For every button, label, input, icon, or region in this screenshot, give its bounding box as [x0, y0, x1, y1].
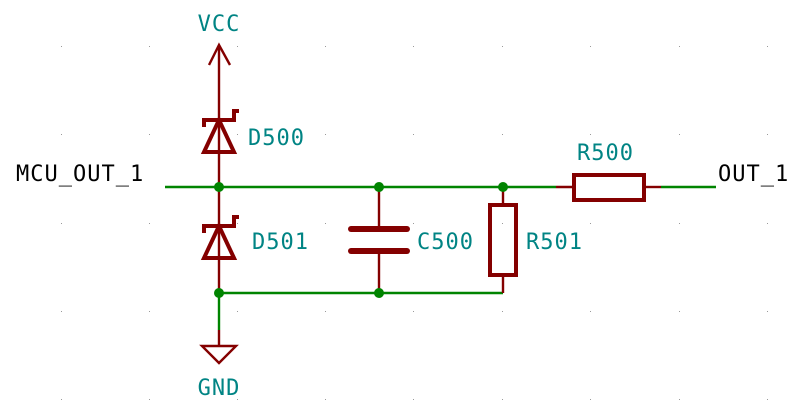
grid-dot [325, 46, 326, 47]
grid-dot [61, 223, 62, 224]
capacitor-c500[interactable]: C500 [348, 187, 474, 293]
grid-dot [679, 46, 680, 47]
c500-ref: C500 [417, 230, 474, 255]
r500-ref: R500 [577, 141, 634, 166]
grid-dots [61, 46, 768, 400]
d501-ref: D501 [252, 230, 309, 255]
grid-dot [767, 46, 768, 47]
grid-dot [502, 311, 503, 312]
grid-dot [767, 311, 768, 312]
vcc-arrow-icon [207, 42, 232, 66]
junctions [214, 182, 508, 298]
grid-dot [679, 223, 680, 224]
net-label-output[interactable]: OUT_1 [718, 162, 789, 187]
grid-dot [502, 46, 503, 47]
grid-dot [149, 134, 150, 135]
diode-triangle-icon [200, 115, 238, 154]
grid-dot [237, 399, 238, 400]
grid-dot [61, 399, 62, 400]
grid-dot [502, 223, 503, 224]
gnd-label: GND [198, 376, 241, 401]
junction-dot [214, 182, 224, 192]
vcc-label: VCC [198, 12, 241, 37]
grid-dot [590, 399, 591, 400]
grid-dot [679, 134, 680, 135]
grid-dot [590, 46, 591, 47]
grid-dot [61, 46, 62, 47]
resistor-r500[interactable]: R500 [556, 141, 661, 202]
grid-dot [679, 399, 680, 400]
grid-dot [767, 399, 768, 400]
grid-dot [590, 134, 591, 135]
d500-ref: D500 [248, 126, 305, 151]
grid-dot [325, 399, 326, 400]
grid-dot [149, 311, 150, 312]
grid-dot [590, 223, 591, 224]
grid-dot [237, 46, 238, 47]
grid-dot [325, 223, 326, 224]
resistor-body [572, 173, 646, 202]
junction-dot [498, 182, 508, 192]
grid-dot [149, 399, 150, 400]
grid-dot [413, 134, 414, 135]
grid-dot [149, 223, 150, 224]
net-label-input[interactable]: MCU_OUT_1 [16, 162, 144, 187]
grid-dot [502, 134, 503, 135]
grid-dot [590, 311, 591, 312]
junction-dot [214, 288, 224, 298]
grid-dot [325, 311, 326, 312]
grid-dot [413, 223, 414, 224]
r501-ref: R501 [526, 230, 583, 255]
gnd-power-symbol[interactable]: GND [198, 330, 241, 401]
grid-dot [61, 311, 62, 312]
junction-dot [374, 288, 384, 298]
resistor-r501[interactable]: R501 [488, 187, 583, 293]
diode-triangle-icon [200, 221, 238, 260]
vcc-power-symbol[interactable]: VCC [198, 12, 241, 101]
junction-dot [374, 182, 384, 192]
grid-dot [679, 311, 680, 312]
zener-cathode-icon [202, 109, 239, 127]
grid-dot [767, 223, 768, 224]
grid-dot [413, 46, 414, 47]
grid-dot [325, 134, 326, 135]
zener-diode-d500[interactable]: D500 [200, 101, 305, 187]
grid-dot [149, 46, 150, 47]
grid-dot [413, 399, 414, 400]
grid-dot [237, 134, 238, 135]
zener-cathode-icon [202, 215, 239, 233]
ground-triangle-icon [199, 344, 239, 365]
grid-dot [237, 311, 238, 312]
zener-diode-d501[interactable]: D501 [200, 187, 309, 293]
grid-dot [237, 223, 238, 224]
grid-dot [413, 311, 414, 312]
grid-dot [61, 134, 62, 135]
resistor-body [488, 203, 518, 277]
grid-dot [502, 399, 503, 400]
grid-dot [767, 134, 768, 135]
wires [165, 185, 716, 330]
